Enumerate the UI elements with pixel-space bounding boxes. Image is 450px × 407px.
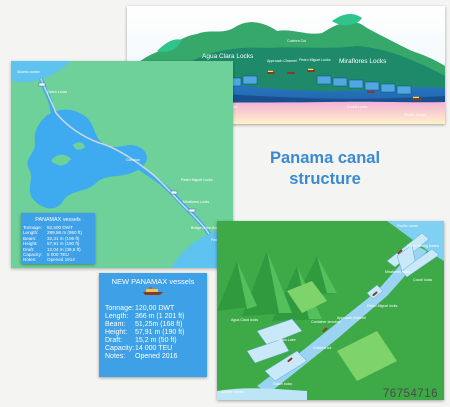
3d-label-approach-channel: Approach channel [337, 316, 366, 320]
spec-key: Tonnage: [105, 305, 134, 312]
spec-value: 366 m (1 201 ft) [135, 313, 185, 320]
map-label-pedro-miguel-locks: Pedro Miguel Locks [181, 178, 213, 182]
3d-label-container-terminal: Container terminal [311, 320, 341, 324]
3d-label-pedro-miguel-locks: Pedro Miguel locks [367, 304, 398, 308]
3d-label-cocoli-locks: Cocoli locks [413, 278, 433, 282]
spec-key: Capacity: [105, 345, 135, 352]
label-pedro-miguel-locks: Pedro Miguel Locks [299, 58, 331, 62]
map-label-bridge-of-the-americas: Bridge of the Americas [191, 226, 228, 230]
3d-label-gatun-locks: Gatun locks [273, 382, 292, 386]
3d-label-miraflores-locks: Miraflores locks [385, 270, 410, 274]
panamax-card: PANAMAX vessels Tonnage: 52,500 DWT Lengt… [21, 213, 95, 264]
spec-value: 15,2 m (50 ft) [135, 337, 177, 344]
spec-key: Beam: [105, 321, 126, 328]
map-label-gamboa: Gamboa [126, 158, 140, 162]
label-pacific-ocean: Pacific Ocean [404, 113, 427, 117]
map-label-miraflores-locks: Miraflores Locks [183, 200, 210, 204]
3d-label-gatun-lake: Gatun Lake [277, 338, 296, 342]
spec-row: Length: 366 m (1 201 ft) [105, 313, 184, 321]
label-miraflores-locks: Miraflores Locks [339, 58, 387, 65]
spec-key: Tonnage: [23, 225, 42, 230]
3d-label-culebra-cut: Culebra cut [313, 346, 332, 350]
map-label-atlantic-ocean: Atlantic ocean [17, 70, 40, 74]
spec-row: Notes: Opened 1914 [23, 257, 82, 262]
title-line-1: Panama canal [269, 149, 381, 167]
spec-key: Notes: [23, 257, 37, 263]
spec-value: 120,00 DWT [135, 305, 175, 312]
spec-row: Tonnage: 52,500 DWT [23, 225, 82, 230]
label-cocoli-locks: Cocoli Locks [347, 105, 368, 109]
spec-value: 32,31 m (106 ft) [47, 235, 80, 241]
title-line-2: structure [289, 170, 361, 188]
spec-row: Tonnage:120,00 DWT [105, 305, 184, 313]
spec-key: Notes: [105, 353, 126, 360]
label-approach-channel: Approach Channel [267, 59, 297, 63]
spec-row: Capacity:14 000 TEU [105, 345, 184, 353]
3d-label-pacific-ocean: Pacific ocean [397, 224, 419, 228]
spec-row: Height: 57,91 m (190 ft) [105, 329, 184, 337]
panamax-heading: PANAMAX vessels [35, 217, 81, 223]
spec-key: Length: [23, 230, 39, 236]
spec-row: Beam: 32,31 m (106 ft) [23, 236, 82, 241]
spec-value: 51,25m (168 ft) [135, 321, 183, 328]
panamax-specs: Tonnage: 52,500 DWT Length: 289,56 m (950 … [23, 225, 82, 263]
spec-row: Draft: 12,04 m (39,5 ft) [23, 247, 82, 252]
canal-3d-panel: Pacific ocean Water saving basins Mirafl… [217, 221, 444, 400]
3d-label-water-saving-basins: Water saving basins [407, 244, 440, 248]
label-agua-clara-locks: Agua Clara Locks [202, 53, 254, 60]
spec-key: Draft: [23, 246, 35, 252]
canal-3d-illustration [217, 221, 444, 400]
spec-value: Opened 2016 [135, 353, 178, 360]
spec-value: 57,91 m (190 ft) [47, 241, 80, 247]
map-label-gatun-locks: Gatun Locks [47, 90, 68, 94]
spec-row: Beam: 51,25m (168 ft) [105, 321, 184, 329]
3d-label-agua-clara-locks: Agua Clara locks [231, 318, 259, 322]
spec-row: Notes: Opened 2016 [105, 353, 184, 361]
spec-row: Height: 57,91 m (190 ft) [23, 241, 82, 246]
spec-value: Opened 1914 [47, 257, 75, 263]
new-panamax-card: NEW PANAMAX vessels Tonnage:120,00 DWT L… [99, 273, 207, 377]
label-culebra-cut: Culebra Cut [287, 39, 307, 43]
3d-label-atlantic-ocean: Atlantic ocean [221, 390, 244, 394]
image-id: 76754716 [382, 388, 438, 400]
spec-value: 289,56 m (950 ft) [47, 230, 82, 236]
spec-key: Height: [23, 241, 38, 247]
spec-key: Draft: [105, 337, 123, 344]
new-panamax-specs: Tonnage:120,00 DWT Length: 366 m (1 201 f… [105, 305, 184, 361]
spec-key: Height: [105, 329, 128, 336]
spec-value: 5 000 TEU [47, 252, 69, 258]
ship-icon [143, 287, 163, 295]
page-title: Panama canal structure [255, 148, 395, 190]
spec-row: Draft: 15,2 m (50 ft) [105, 337, 184, 345]
spec-key: Capacity: [23, 252, 43, 258]
spec-value: 57,91 m (190 ft) [135, 329, 185, 336]
spec-value: 14 000 TEU [135, 345, 173, 352]
spec-value: 52,500 DWT [47, 225, 73, 230]
spec-row: Length: 289,56 m (950 ft) [23, 230, 82, 235]
spec-value: 12,04 m (39,5 ft) [47, 246, 81, 252]
spec-key: Beam: [23, 235, 37, 241]
new-panamax-heading: NEW PANAMAX vessels [111, 277, 195, 286]
spec-key: Length: [105, 313, 129, 320]
spec-row: Capacity: 5 000 TEU [23, 252, 82, 257]
